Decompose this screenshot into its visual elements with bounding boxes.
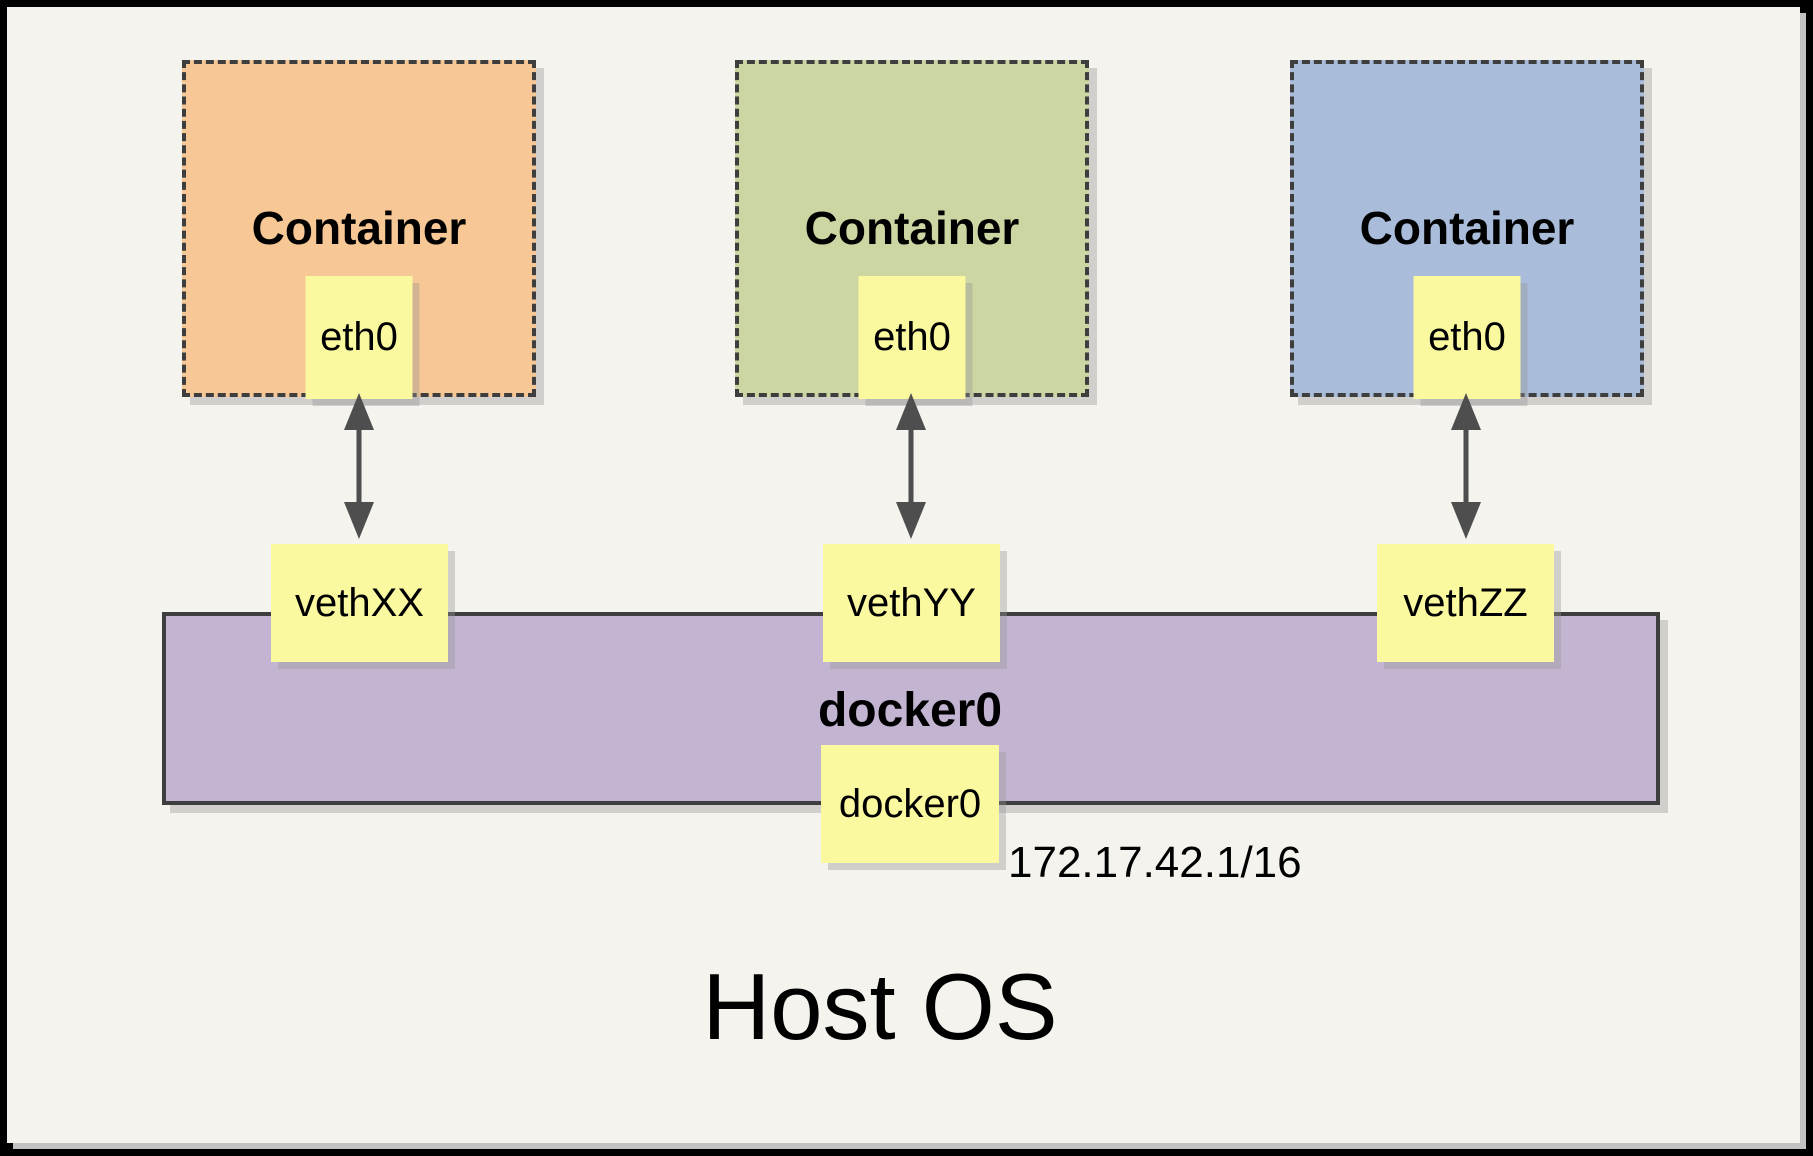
- container-1-eth0-label: eth0: [320, 315, 398, 359]
- container-2-label: Container: [804, 202, 1020, 254]
- veth-2-label: vethYY: [847, 580, 976, 625]
- veth-interface-1: vethXX: [271, 544, 448, 662]
- container-3-eth0-interface: eth0: [1413, 276, 1521, 399]
- docker0-bridge-label: docker0: [817, 684, 1003, 737]
- container-1-label: Container: [251, 202, 467, 254]
- container-3-eth0-label: eth0: [1428, 315, 1506, 359]
- veth-interface-3: vethZZ: [1377, 544, 1554, 662]
- docker0-interface-label: docker0: [838, 781, 982, 826]
- docker0-ip-address: 172.17.42.1/16: [1008, 838, 1302, 887]
- container-box-2: Container eth0: [735, 60, 1089, 399]
- container-box-3: Container eth0: [1290, 60, 1644, 399]
- veth-interface-2: vethYY: [823, 544, 1000, 662]
- docker0-interface: docker0: [821, 745, 999, 863]
- bidirectional-arrow-icon: [344, 393, 374, 539]
- container-2-eth0-interface: eth0: [858, 276, 966, 399]
- host-os-panel: Container eth0 Container eth0 Container …: [7, 7, 1800, 1143]
- container-3-label: Container: [1359, 202, 1575, 254]
- container-1-eth0-interface: eth0: [305, 276, 413, 399]
- veth-1-label: vethXX: [295, 580, 424, 625]
- bidirectional-arrow-icon: [1451, 393, 1481, 539]
- container-2-eth0-label: eth0: [873, 315, 951, 359]
- container-box-1: Container eth0: [182, 60, 536, 399]
- veth-3-label: vethZZ: [1403, 580, 1528, 625]
- bidirectional-arrow-icon: [896, 393, 926, 539]
- host-os-title: Host OS: [702, 954, 1058, 1059]
